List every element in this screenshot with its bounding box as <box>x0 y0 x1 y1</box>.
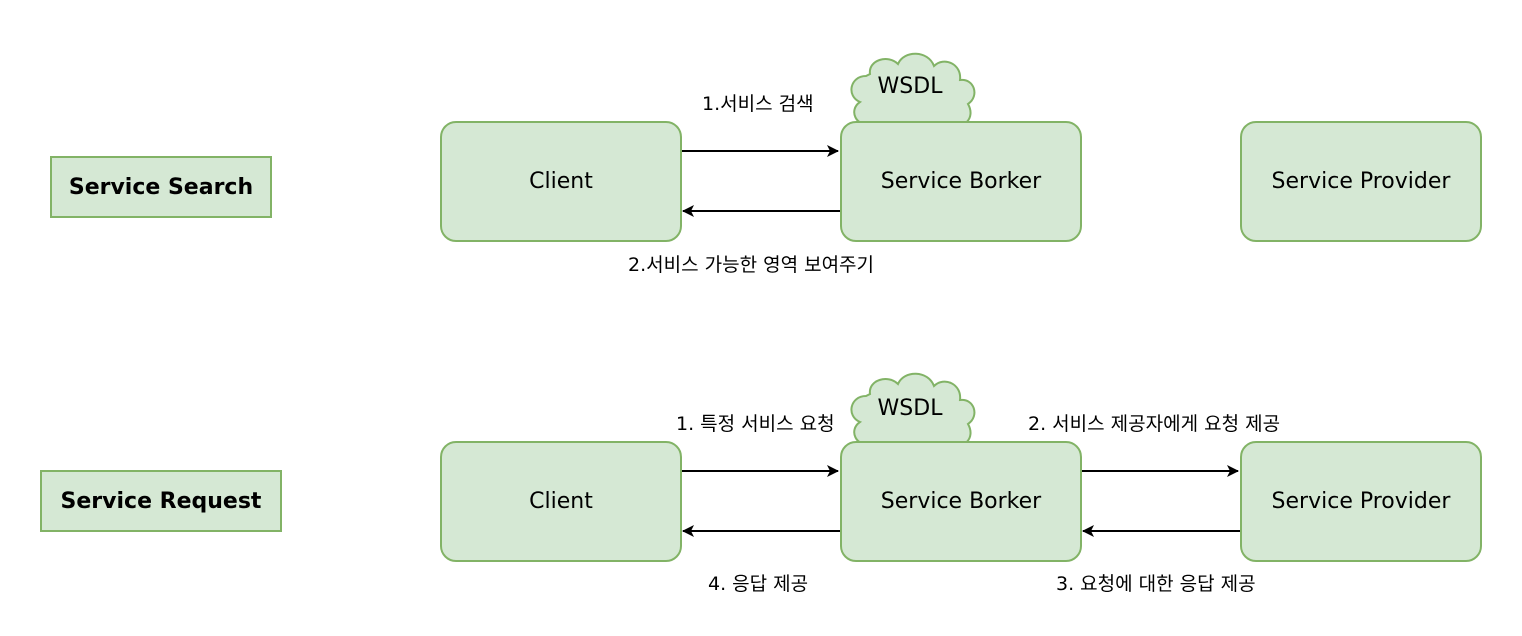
service-search-label: Service Search <box>50 156 272 218</box>
wsdl-cloud-search <box>850 52 976 138</box>
service-provider-node-search: Service Provider <box>1240 121 1482 242</box>
edge-label-request-step3: 3. 요청에 대한 응답 제공 <box>1056 573 1256 595</box>
edge-label-request-step1: 1. 특정 서비스 요청 <box>676 413 835 435</box>
service-broker-node-request: Service Borker <box>840 441 1082 562</box>
service-provider-node-request: Service Provider <box>1240 441 1482 562</box>
client-node-request: Client <box>440 441 682 562</box>
service-request-label: Service Request <box>40 470 282 532</box>
wsdl-cloud-label-search: WSDL <box>877 74 943 99</box>
client-node-search: Client <box>440 121 682 242</box>
edge-label-request-step2: 2. 서비스 제공자에게 요청 제공 <box>1028 413 1281 435</box>
wsdl-cloud-request <box>850 372 976 458</box>
edge-label-search-step1: 1.서비스 검색 <box>702 93 814 115</box>
service-broker-node-search: Service Borker <box>840 121 1082 242</box>
edge-label-request-step4: 4. 응답 제공 <box>708 573 809 595</box>
wsdl-cloud-label-request: WSDL <box>877 396 943 421</box>
edge-label-search-step2: 2.서비스 가능한 영역 보여주기 <box>628 254 875 276</box>
